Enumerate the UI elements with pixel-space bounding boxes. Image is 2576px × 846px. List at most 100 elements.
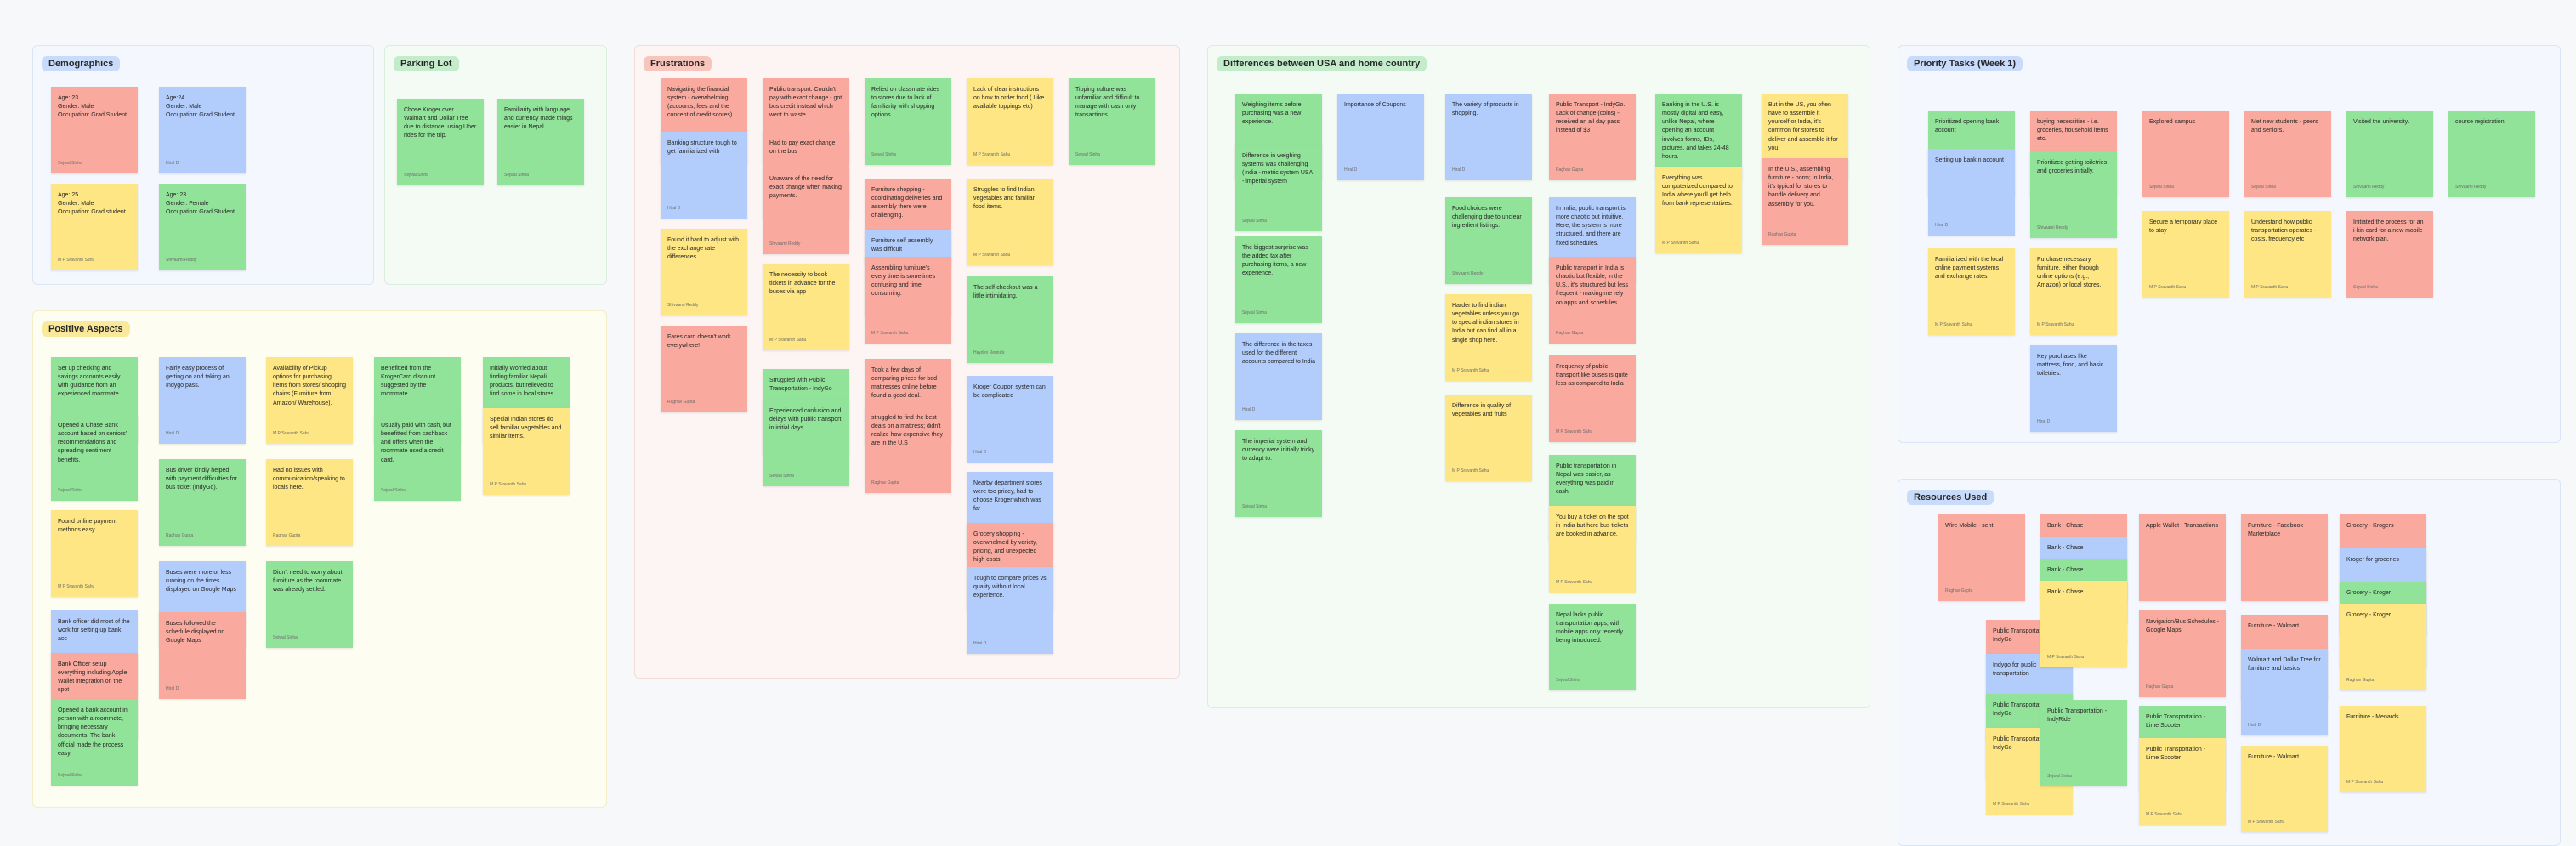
sticky-note-author: M P Sravanth Sahu — [2149, 284, 2187, 290]
sticky-note-text: Struggles to find Indian vegetables and … — [973, 187, 1035, 211]
sticky-note-text: Grocery - Kroger — [2346, 612, 2392, 618]
sticky-note[interactable]: Special Indian stores do sell familiar v… — [483, 408, 570, 495]
sticky-note[interactable]: Tough to compare prices vs quality witho… — [967, 567, 1053, 654]
sticky-note[interactable]: Apple Wallet - Transactions — [2139, 514, 2226, 601]
sticky-note-author: M P Sravanth Sahu — [973, 151, 1011, 157]
sticky-note[interactable]: Nepal lacks public transportation apps, … — [1549, 604, 1636, 690]
sticky-note[interactable]: Familiarized with the local online payme… — [1928, 248, 2015, 335]
sticky-note-text: Purchase necessary furniture, either thr… — [2037, 257, 2102, 289]
sticky-note-text: Public Transportation - IndyRide — [2047, 708, 2108, 724]
section-label[interactable]: Demographics — [42, 56, 121, 71]
sticky-note-text: Assembling furniture's every time is som… — [871, 265, 936, 298]
sticky-note[interactable]: Chose Kroger over Walmart and Dollar Tre… — [397, 99, 484, 185]
sticky-note[interactable]: Availability of Pickup options for purch… — [266, 357, 353, 444]
sticky-note[interactable]: Age: 25 Gender: Male Occupation: Grad st… — [51, 184, 138, 270]
sticky-note[interactable]: Lack of clear instructions on how to ord… — [967, 78, 1053, 165]
sticky-note[interactable]: Fairly easy process of getting on and ta… — [159, 357, 246, 444]
sticky-note-text: The difference in the taxes used for the… — [1242, 342, 1315, 366]
sticky-note[interactable]: Tipping culture was unfamiliar and diffi… — [1069, 78, 1155, 165]
sticky-note[interactable]: Walmart and Dollar Tree for furniture an… — [2241, 649, 2328, 735]
sticky-note[interactable]: Visited the university.Shivaami Reddy — [2346, 111, 2433, 197]
sticky-note[interactable]: Bus driver kindly helped with payment di… — [159, 459, 246, 546]
sticky-note[interactable]: Experienced confusion and delays with pu… — [763, 400, 849, 486]
sticky-note[interactable]: The difference in the taxes used for the… — [1235, 333, 1322, 420]
sticky-note-text: You buy a ticket on the spot in India bu… — [1556, 514, 1629, 538]
sticky-note[interactable]: Furniture - Facebook Marketplace — [2241, 514, 2328, 601]
sticky-note[interactable]: The necessity to book tickets in advance… — [763, 264, 849, 350]
sticky-note-author: Raghav Gupta — [1768, 231, 1796, 237]
sticky-note-text: Tough to compare prices vs quality witho… — [973, 576, 1047, 599]
section-label[interactable]: Positive Aspects — [42, 321, 130, 337]
sticky-note-author: Raghav Gupta — [1556, 167, 1584, 173]
sticky-note[interactable]: In the U.S., assembling furniture - norm… — [1762, 158, 1848, 245]
sticky-note[interactable]: Age: 23 Gender: Male Occupation: Grad St… — [51, 87, 138, 173]
sticky-note[interactable]: Didn't need to worry about furniture as … — [266, 561, 353, 648]
sticky-note-text: Navigation/Bus Schedules - Google Maps — [2146, 619, 2219, 634]
sticky-note[interactable]: The biggest surprise was the added tax a… — [1235, 236, 1322, 323]
sticky-note[interactable]: Frequency of public transport like buses… — [1549, 355, 1636, 442]
sticky-note[interactable]: Met new students - peers and seniors.Sej… — [2244, 111, 2331, 197]
sticky-note[interactable]: Struggles to find Indian vegetables and … — [967, 179, 1053, 265]
sticky-note[interactable]: Familiarity with language and currency m… — [497, 99, 584, 185]
sticky-note-author: Sejwal Sinha — [2251, 184, 2276, 190]
sticky-note[interactable]: Public Transport - IndyGo. Lack of chang… — [1549, 94, 1636, 180]
sticky-note[interactable]: Key purchases like mattress, food, and b… — [2030, 345, 2117, 432]
sticky-note[interactable]: The variety of products in shopping.Hira… — [1445, 94, 1532, 180]
sticky-note[interactable]: Harder to find indian vegetables unless … — [1445, 294, 1532, 381]
sticky-note[interactable]: Initiated the process for an i-kin card … — [2346, 211, 2433, 298]
sticky-note[interactable]: Opened a Chase Bank account based on sen… — [51, 414, 138, 501]
sticky-note[interactable]: Had no issues with communication/speakin… — [266, 459, 353, 546]
sticky-note[interactable]: Difference in weighing systems was chall… — [1235, 145, 1322, 231]
sticky-note[interactable]: Age:24 Gender: Male Occupation: Grad Stu… — [159, 87, 246, 173]
sticky-note[interactable]: Banking structure tough to get familiari… — [661, 132, 747, 219]
sticky-note-text: Everything was computerized compared to … — [1662, 175, 1733, 207]
section-label[interactable]: Frustrations — [644, 56, 712, 71]
section-priority[interactable]: Priority Tasks (Week 1) — [1898, 45, 2561, 443]
sticky-note[interactable]: Food choices were challenging due to unc… — [1445, 197, 1532, 284]
sticky-note[interactable]: Usually paid with cash, but benefitted f… — [374, 414, 461, 501]
sticky-note-text: struggled to find the best deals on a ma… — [871, 415, 944, 447]
sticky-note[interactable]: The imperial system and currency were in… — [1235, 430, 1322, 517]
section-label[interactable]: Parking Lot — [394, 56, 459, 71]
sticky-note[interactable]: Everything was computerized compared to … — [1655, 167, 1742, 253]
sticky-note[interactable]: Relied on classmate rides to stores due … — [865, 78, 951, 165]
section-label[interactable]: Differences between USA and home country — [1217, 56, 1427, 71]
sticky-note[interactable]: Buses followed the schedule displayed on… — [159, 612, 246, 699]
sticky-note[interactable]: The self-checkout was a little intimidat… — [967, 276, 1053, 363]
sticky-note[interactable]: Fares card doesn't work everywhere!Ragha… — [661, 326, 747, 412]
sticky-note[interactable]: Assembling furniture's every time is som… — [865, 257, 951, 344]
sticky-note[interactable]: Opened a bank account in person with a r… — [51, 699, 138, 786]
sticky-note[interactable]: Public transport in India is chaotic but… — [1549, 257, 1636, 344]
sticky-note[interactable]: Age: 23 Gender: Female Occupation: Grad … — [159, 184, 246, 270]
sticky-note[interactable]: Purchase necessary furniture, either thr… — [2030, 248, 2117, 335]
sticky-note-text: Had no issues with communication/speakin… — [273, 468, 345, 491]
sticky-note[interactable]: Unaware of the need for exact change whe… — [763, 167, 849, 254]
section-label[interactable]: Priority Tasks (Week 1) — [1907, 56, 2023, 71]
sticky-note[interactable]: Understand how public transportation ope… — [2244, 211, 2331, 298]
sticky-note[interactable]: Banking in the U.S. is mostly digital an… — [1655, 94, 1742, 180]
sticky-note[interactable]: Prioritized getting toiletries and groce… — [2030, 151, 2117, 238]
sticky-note[interactable]: You buy a ticket on the spot in India bu… — [1549, 506, 1636, 593]
sticky-note-author: Raghav Gupta — [1945, 588, 1973, 593]
sticky-note[interactable]: struggled to find the best deals on a ma… — [865, 406, 951, 493]
sticky-note[interactable]: course registration.Shivaami Reddy — [2448, 111, 2535, 197]
sticky-note[interactable]: Difference in quality of vegetables and … — [1445, 395, 1532, 481]
sticky-note-author: Hiral D — [1242, 406, 1256, 412]
sticky-note[interactable]: Found it hard to adjust with the exchang… — [661, 229, 747, 315]
section-label[interactable]: Resources Used — [1907, 490, 1994, 505]
